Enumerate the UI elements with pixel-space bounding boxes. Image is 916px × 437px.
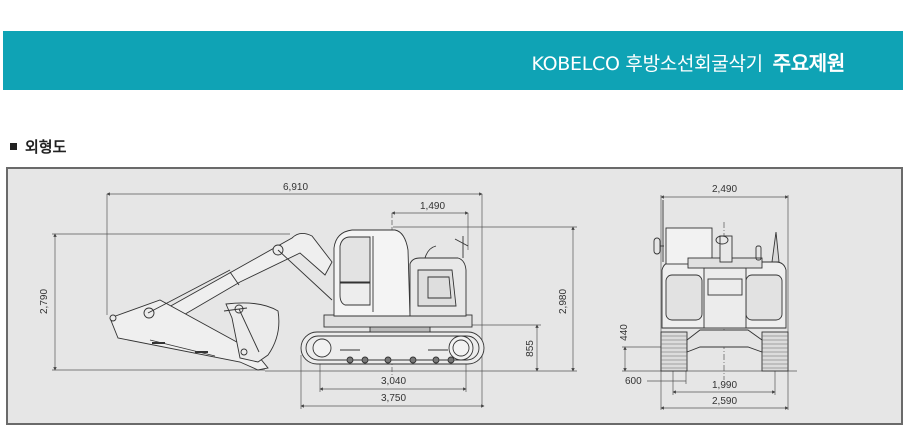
square-bullet-icon [10, 143, 17, 150]
page-title: KOBELCO 후방소선회굴삭기 주요제원 [531, 47, 846, 76]
dim-ground-clearance: 440 [618, 324, 630, 341]
front-view-excavator [653, 200, 789, 372]
section-title: 외형도 [25, 138, 67, 156]
dim-track-length: 3,750 [381, 393, 407, 404]
header-banner: KOBELCO 후방소선회굴삭기 주요제원 [3, 31, 903, 90]
dim-overall-height: 2,980 [558, 288, 570, 315]
section-heading: 외형도 [10, 136, 66, 157]
dim-tumbler-distance: 3,040 [381, 376, 407, 387]
side-view-excavator [109, 229, 485, 371]
dim-overall-length: 6,910 [283, 182, 309, 193]
dim-boom-height: 2,790 [39, 288, 51, 315]
dim-upperstructure-width: 2,490 [712, 184, 738, 195]
dim-tail-swing: 1,490 [420, 201, 446, 212]
dim-overall-width: 2,590 [712, 396, 738, 407]
dim-shoe-width: 600 [625, 376, 642, 387]
dim-counterweight-clearance: 855 [524, 340, 536, 357]
dim-track-gauge: 1,990 [712, 380, 738, 391]
page-title-bold: 주요제원 [772, 51, 846, 75]
page-title-prefix: KOBELCO 후방소선회굴삭기 [531, 53, 764, 75]
